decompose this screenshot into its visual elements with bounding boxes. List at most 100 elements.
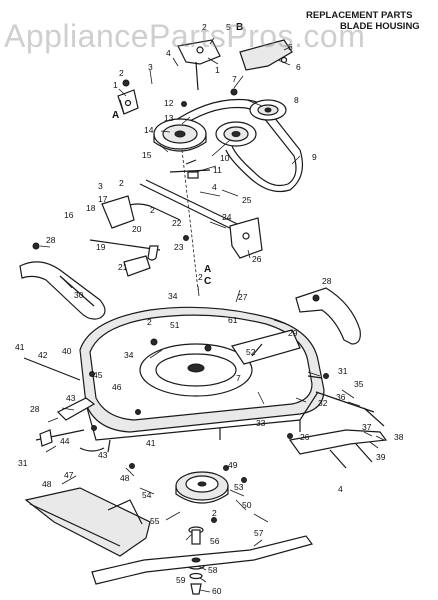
callout-28c: 28: [30, 404, 40, 414]
callout-4c: 4: [338, 484, 343, 494]
title-line-2: BLADE HOUSING: [340, 21, 420, 32]
callout-33: 33: [256, 418, 266, 428]
front-rod: [23, 357, 323, 381]
discharge-chute: [24, 487, 151, 557]
callout-14: 14: [144, 125, 154, 135]
callout-28b: 28: [322, 276, 332, 286]
callout-25: 25: [242, 195, 252, 205]
tag-C: C: [204, 276, 211, 287]
belt-guard-top-right: [239, 39, 293, 71]
callout-2f: 2: [119, 178, 124, 188]
callout-3: 3: [148, 62, 153, 72]
callout-2d: 2: [198, 272, 203, 282]
pulley-middle: [215, 121, 257, 147]
deck-hanger-left: [35, 397, 105, 452]
callout-55: 55: [150, 516, 160, 526]
diagram-title: REPLACEMENT PARTS BLADE HOUSING: [306, 10, 434, 32]
callout-47: 47: [64, 470, 74, 480]
callout-20: 20: [132, 224, 142, 234]
spindle-housing: [175, 471, 229, 504]
callout-7: 7: [232, 74, 237, 84]
callout-17: 17: [98, 194, 108, 204]
callout-54: 54: [142, 490, 152, 500]
callout-3b: 3: [98, 181, 103, 191]
callout-35: 35: [354, 379, 364, 389]
callout-1: 1: [113, 80, 118, 90]
callout-43b: 43: [98, 450, 108, 460]
rear-link-right: [288, 391, 388, 469]
callout-24: 24: [222, 212, 232, 222]
hardware: [32, 79, 329, 523]
callout-26b: 26: [300, 432, 310, 442]
callout-labels: 1 1 2 2 2 2 2 2 2 3 3 4 4 4 5 5 6 7 7 8 …: [15, 22, 404, 596]
tag-B: B: [236, 22, 243, 33]
leader-lines: [39, 37, 385, 593]
callout-31: 31: [338, 366, 348, 376]
callout-50: 50: [242, 500, 252, 510]
title-line-1: REPLACEMENT PARTS: [306, 10, 413, 21]
callout-31b: 31: [18, 458, 28, 468]
callout-28: 28: [46, 235, 56, 245]
callout-39: 39: [376, 452, 386, 462]
callout-2g: 2: [212, 508, 217, 518]
callout-9: 9: [312, 152, 317, 162]
callout-52: 52: [246, 347, 256, 357]
callout-49: 49: [228, 460, 238, 470]
watermark-text: AppliancePartsPros.com: [4, 18, 366, 54]
callout-22: 22: [172, 218, 182, 228]
callout-18: 18: [86, 203, 96, 213]
callout-15: 15: [142, 150, 152, 160]
top-bracket-left: [117, 89, 139, 115]
callout-36: 36: [336, 392, 346, 402]
callout-61: 61: [228, 315, 238, 325]
callout-41: 41: [15, 342, 25, 352]
deck-discharge-chute-bracket: [231, 329, 301, 365]
callout-21: 21: [118, 262, 128, 272]
tag-A2: A: [204, 264, 211, 275]
belt-drive: [169, 98, 303, 193]
callout-58: 58: [208, 565, 218, 575]
callout-30: 30: [74, 290, 84, 300]
callout-2c: 2: [150, 205, 155, 215]
callout-19: 19: [96, 242, 106, 252]
callout-1b: 1: [215, 65, 220, 75]
callout-4: 4: [166, 48, 171, 58]
front-bar-right: [295, 287, 361, 345]
callout-41b: 41: [146, 438, 156, 448]
callout-13: 13: [164, 113, 174, 123]
tag-A: A: [112, 110, 119, 121]
callout-11: 11: [213, 165, 222, 175]
idler-bracket-top: [177, 39, 221, 91]
callout-46: 46: [112, 382, 122, 392]
callout-56: 56: [210, 536, 220, 546]
callout-34: 34: [168, 291, 178, 301]
callout-53: 53: [234, 482, 244, 492]
callout-48b: 48: [120, 473, 130, 483]
callout-23: 23: [174, 242, 184, 252]
callout-48: 48: [42, 479, 52, 489]
callout-5b: 5: [288, 42, 293, 52]
callout-37: 37: [362, 422, 372, 432]
callout-34b: 34: [124, 350, 134, 360]
mower-blade: [91, 535, 314, 585]
callout-12: 12: [164, 98, 174, 108]
callout-38: 38: [394, 432, 404, 442]
callout-6: 6: [296, 62, 301, 72]
callout-43: 43: [66, 393, 76, 403]
callout-8: 8: [294, 95, 299, 105]
callout-59: 59: [176, 575, 186, 585]
callout-42: 42: [38, 350, 48, 360]
callout-10: 10: [220, 153, 230, 163]
callout-57: 57: [254, 528, 264, 538]
callout-29: 29: [288, 328, 298, 338]
callout-60: 60: [212, 586, 222, 596]
callout-26: 26: [252, 254, 262, 264]
callout-2e: 2: [147, 317, 152, 327]
callout-16: 16: [64, 210, 74, 220]
callout-5: 5: [226, 22, 231, 32]
spindle-shaft: [181, 149, 199, 291]
callout-32: 32: [318, 398, 328, 408]
callout-4b: 4: [212, 182, 217, 192]
